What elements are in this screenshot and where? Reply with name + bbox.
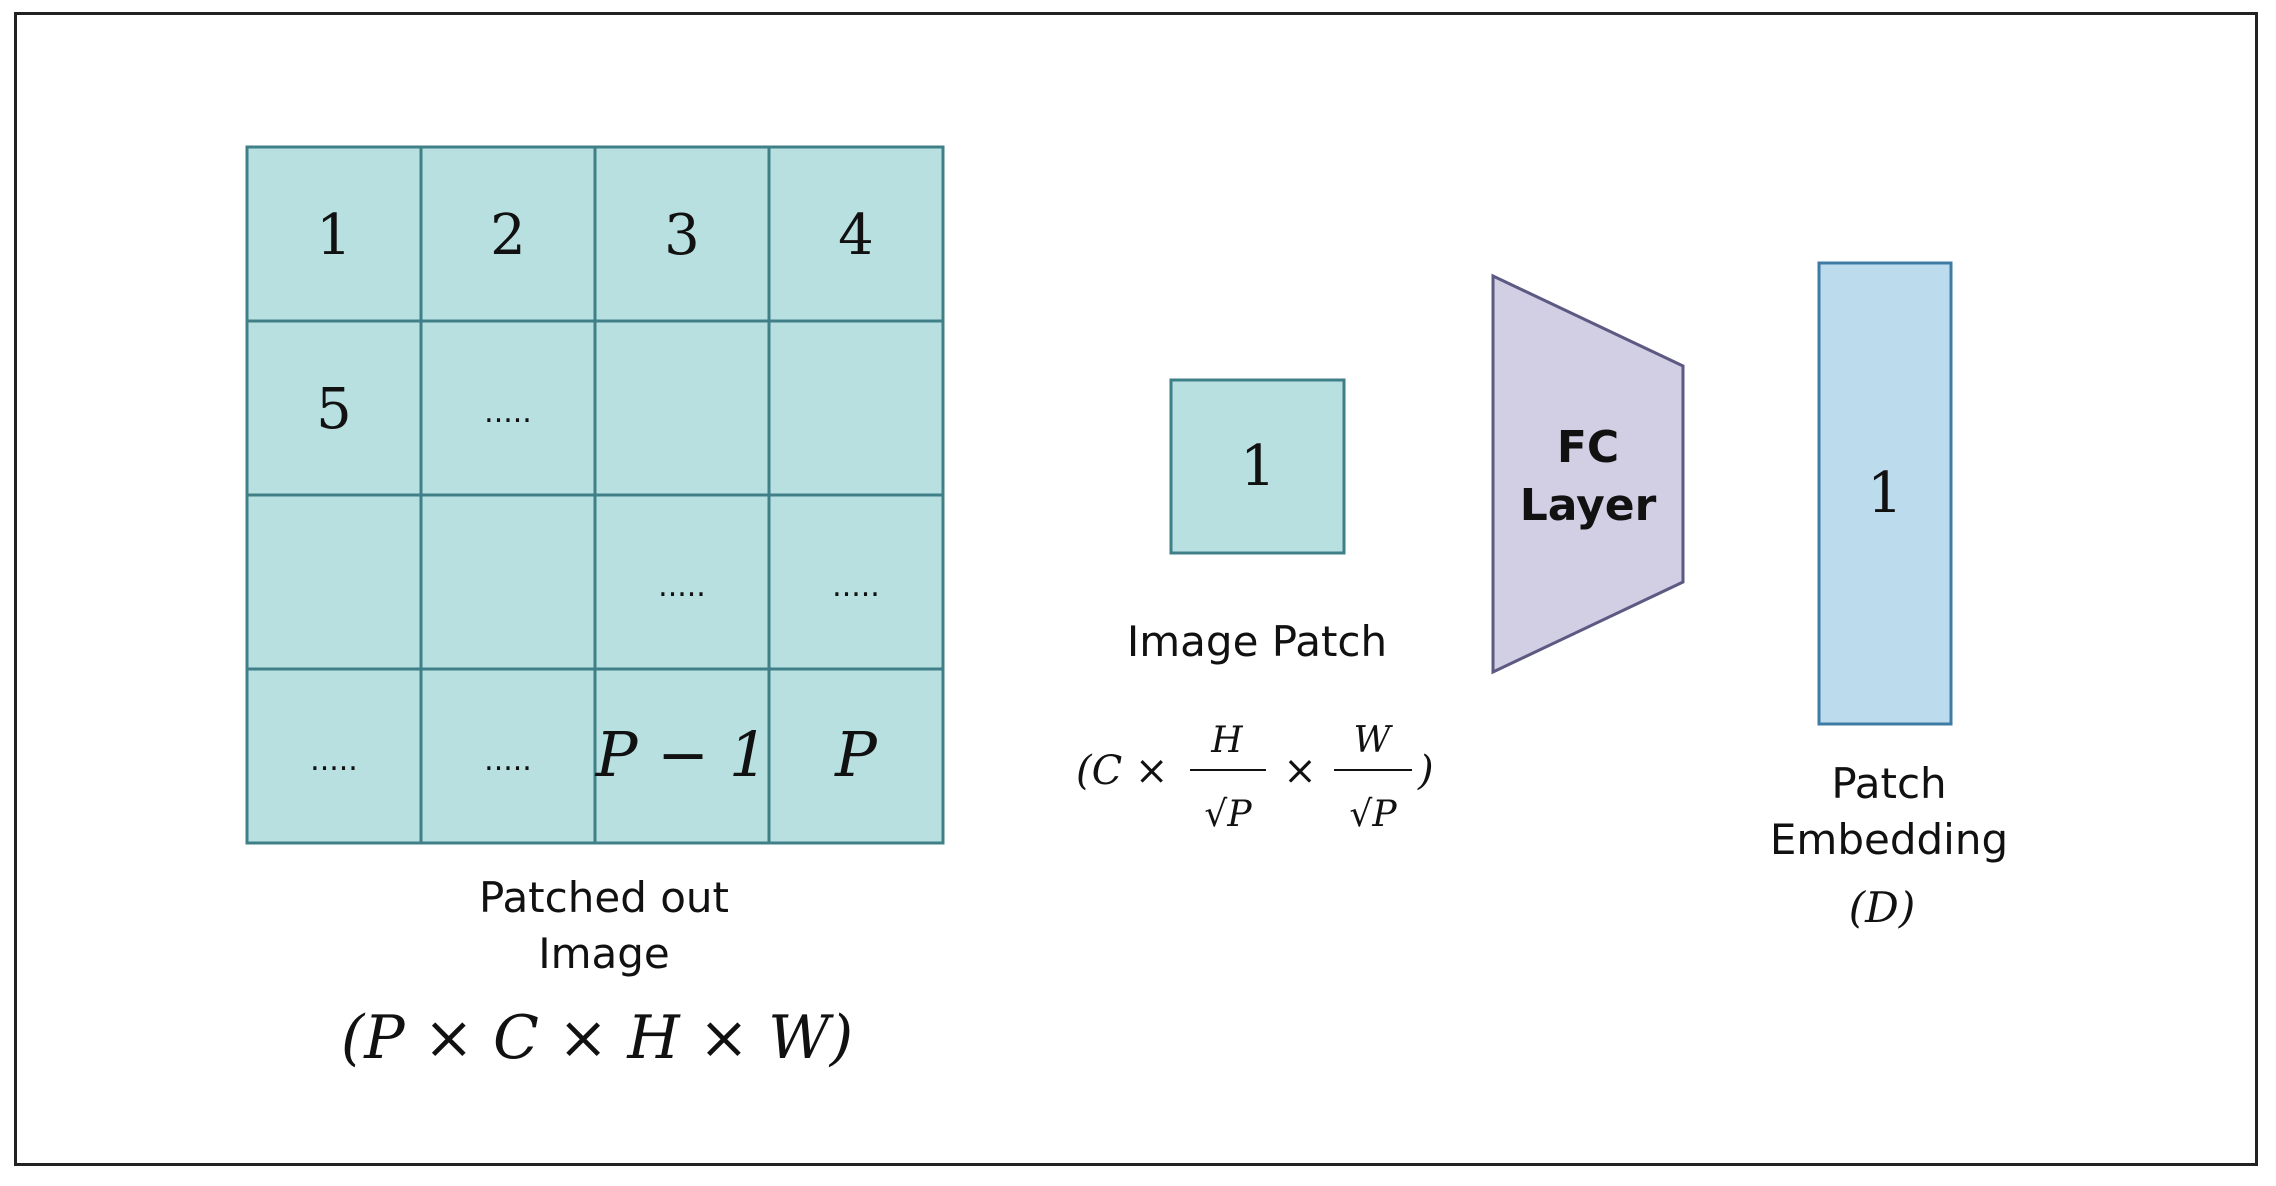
grid-cell-1-1-label: 1 [316,203,352,268]
grid-cell-3-3 [593,493,771,671]
patch-frac1-numerator: H [1210,720,1243,761]
grid-cell-2-2-label: ..... [484,395,532,430]
patch-dims-suffix: ) [1417,748,1434,794]
grid-cell-4-1 [245,667,423,845]
grid-label-line1: Patched out [479,873,729,922]
grid-cell-4-1-label: ..... [310,743,358,778]
grid-cell-3-3-label: ..... [658,569,706,604]
patch-dims-times: × [1283,748,1317,794]
grid-cell-4-3 [593,667,771,845]
patch-embedding-label-line1: Patch [1831,759,1946,808]
grid-cell-2-3 [593,319,771,497]
grid-label-line2: Image [538,929,670,978]
fc-layer-label-line1: FC [1557,422,1619,473]
image-patch-number: 1 [1240,434,1276,499]
patched-image-grid: 1 2 3 4 5......................... P − 1 P [245,145,945,845]
grid-cell-1-2 [419,145,597,323]
grid-cell-4-3-label: P − 1 [595,718,769,791]
fc-layer-label-line2: Layer [1520,480,1657,531]
image-patch-label: Image Patch [1127,617,1387,666]
grid-cell-2-1 [245,319,423,497]
patch-frac2-numerator: W [1353,720,1393,761]
grid-cell-2-4 [767,319,945,497]
fc-layer-trapezoid [1491,273,1685,675]
grid-cell-1-3-label: 3 [664,203,700,268]
patch-frac1-denominator: √P [1204,794,1252,835]
patch-embedding-number: 1 [1867,461,1903,526]
grid-cell-1-1 [245,145,423,323]
grid-cell-1-2-label: 2 [490,203,526,268]
patch-embedding-dims: (D) [1849,883,1915,932]
grid-cell-3-4-label: ..... [832,569,880,604]
patch-frac2-denominator: √P [1349,794,1397,835]
patch-dims-prefix: (C × [1076,748,1168,794]
image-patch-dims-formula: (C × H √P × W √P ) [1076,720,1434,835]
patch-embedding-box [1817,261,1953,726]
grid-cell-4-4 [767,667,945,845]
patch-embedding-label-line2: Embedding [1770,815,2008,864]
grid-dims-formula: (P × C × H × W) [341,1003,853,1073]
grid-cell-3-1 [245,493,423,671]
grid-cell-1-4-label: 4 [838,203,874,268]
grid-cell-2-1-label: 5 [316,377,352,442]
grid-cell-4-4-label: P [834,718,878,791]
image-patch-box [1169,378,1346,555]
grid-cell-3-2 [419,493,597,671]
grid-cell-4-2-label: ..... [484,743,532,778]
